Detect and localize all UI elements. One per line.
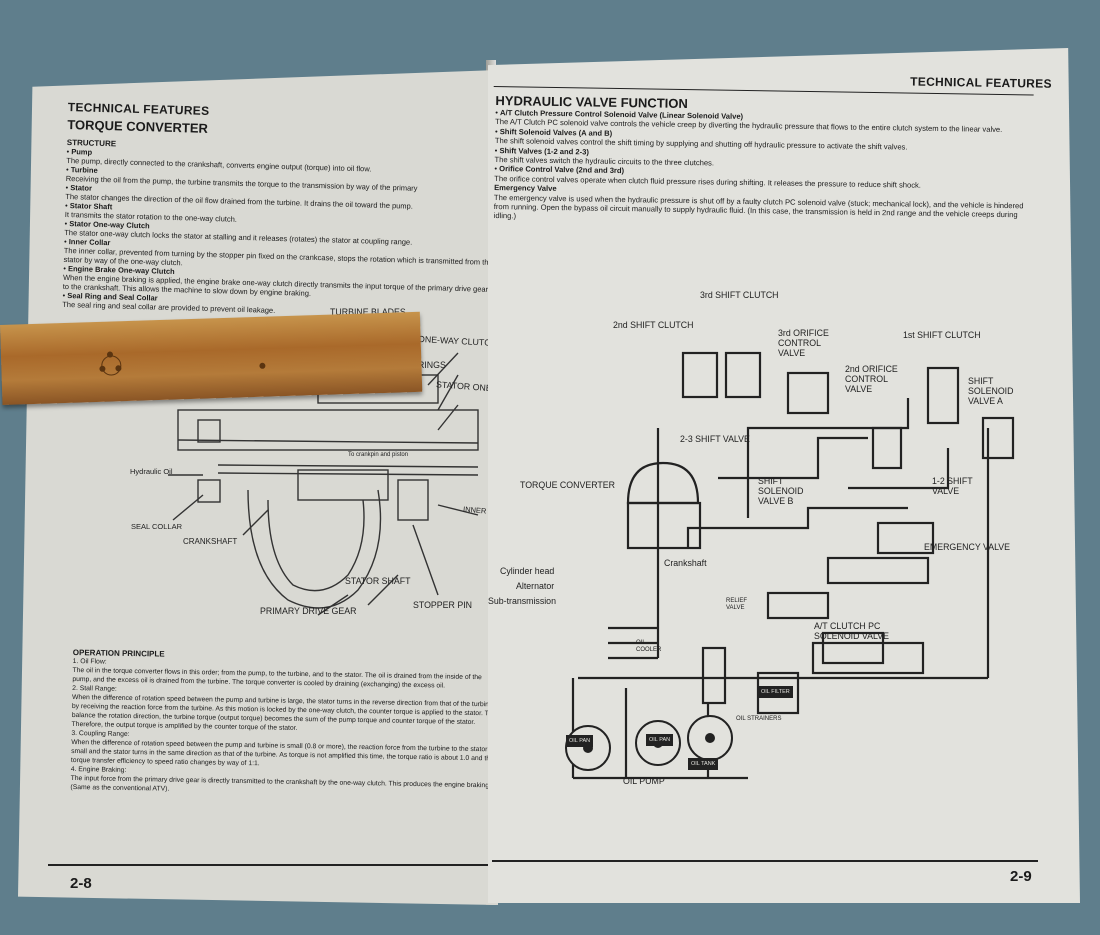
second-orifice-control-valve-label: 2nd ORIFICE CONTROL VALVE [845,364,898,394]
cylinder-head-label: Cylinder head [500,566,555,576]
two-three-shift-valve-label: 2-3 SHIFT VALVE [680,434,750,444]
third-orifice-control-valve-label: 3rd ORIFICE CONTROL VALVE [778,328,829,358]
right-page-header: TECHNICAL FEATURES [910,74,1052,91]
shift-solenoid-valve-a-label: SHIFT SOLENOID VALVE A [968,376,1014,406]
left-page-content: TECHNICAL FEATURES TORQUE CONVERTER STRU… [62,100,498,321]
alternator-label: Alternator [516,581,555,591]
oil-tank-label: OIL TANK [688,758,719,770]
torque-converter-label: TORQUE CONVERTER [520,480,615,490]
sub-transmission-label: Sub-transmission [488,596,556,606]
right-page-number: 2-9 [1010,868,1032,885]
crankshaft-label-left: CRANKSHAFT [183,537,238,546]
second-shift-clutch-label: 2nd SHIFT CLUTCH [613,320,694,330]
to-crankpin-label: To crankpin and piston [348,452,409,458]
oil-pan-label-1: OIL PAN [566,735,594,747]
crankshaft-label-right: Crankshaft [664,558,707,568]
oil-pan-label-2: OIL PAN [646,734,674,746]
right-page: TECHNICAL FEATURES HYDRAULIC VALVE FUNCT… [488,48,1080,903]
ruler-dot [115,365,122,372]
oil-pump-label: OIL PUMP [623,776,665,786]
oil-filter-label: OIL FILTER [758,686,793,698]
at-clutch-pc-solenoid-valve-label: A/T CLUTCH PC SOLENOID VALVE [814,621,889,641]
ruler-dot [259,362,266,369]
left-page-number: 2-8 [70,875,92,892]
oil-cooler-label: OIL COOLER [636,640,662,653]
operation-item: 2. Stall Range:When the difference of ro… [71,684,493,732]
first-shift-clutch-label: 1st SHIFT CLUTCH [903,330,981,340]
emergency-valve-label: EMERGENCY VALVE [924,542,1011,552]
operation-item: 3. Coupling Range:When the difference of… [70,729,495,768]
rings-label: RINGS [418,360,446,370]
left-footer-rule [48,864,493,866]
seal-collar-label: SEAL COLLAR [131,522,182,531]
primary-drive-gear-label: PRIMARY DRIVE GEAR [260,606,357,616]
hydraulic-circuit-diagram [565,351,1015,780]
oil-strainers-label: OIL STRAINERS [736,716,782,722]
operation-principle-section: OPERATION PRINCIPLE 1. Oil Flow:The oil … [70,642,498,799]
relief-valve-label: RELIEF VALVE [726,598,748,611]
right-footer-rule [492,860,1038,862]
third-shift-clutch-label: 3rd SHIFT CLUTCH [700,290,779,300]
stator-shaft-label: STATOR SHAFT [345,576,411,586]
stopper-pin-label: STOPPER PIN [413,600,472,610]
right-page-content: TECHNICAL FEATURES HYDRAULIC VALVE FUNCT… [494,68,1060,221]
shift-solenoid-valve-b-label: SHIFT SOLENOID VALVE B [758,476,804,506]
hydraulic-oil-label: Hydraulic Oil [130,467,173,476]
one-two-shift-valve-label: 1-2 SHIFT VALVE [932,476,973,496]
wooden-ruler [0,311,423,405]
left-page: TECHNICAL FEATURES TORQUE CONVERTER STRU… [18,70,498,905]
